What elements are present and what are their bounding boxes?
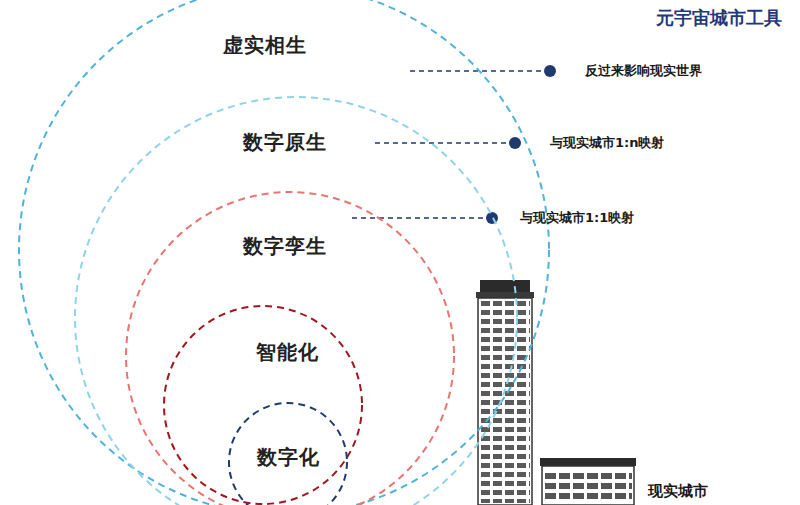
callout-label-holder: 反过来影响现实世界: [585, 62, 702, 80]
circle-label: 数字原生: [243, 130, 327, 154]
circle-label: 虚实相生: [223, 33, 307, 57]
concentric-circle: 虚实相生数字原生数字孪生智能化数字化: [18, 0, 550, 505]
concentric-circle: 数字化: [228, 402, 348, 505]
circle-label-holder: 数字原生: [243, 129, 327, 156]
title-text: 元宇宙城市工具: [656, 7, 782, 28]
circle-label-holder: 智能化: [256, 339, 319, 366]
concentric-circle: 智能化数字化: [163, 305, 363, 505]
callout-label-holder: 与现实城市1:n映射: [550, 134, 665, 152]
concentric-circle: 数字孪生智能化数字化: [125, 191, 455, 505]
callout-label: 与现实城市1:n映射: [550, 135, 665, 150]
leader-dots: [486, 65, 556, 224]
callout-label: 反过来影响现实世界: [585, 63, 702, 78]
leader-lines: [352, 71, 545, 218]
circle-label: 数字化: [257, 445, 320, 469]
callout-label-holder: 与现实城市1:1映射: [520, 209, 634, 227]
circle-label: 智能化: [256, 340, 319, 364]
circle-label: 数字孪生: [243, 234, 327, 258]
concentric-circle: 数字原生数字孪生智能化数字化: [74, 96, 518, 505]
circle-label-holder: 虚实相生: [223, 32, 307, 59]
circle-outline: [74, 96, 518, 505]
circle-label-holder: 数字孪生: [243, 233, 327, 260]
callout-label: 现实城市: [648, 482, 708, 500]
low-building: [540, 458, 636, 505]
circle-label-holder: 数字化: [257, 444, 320, 471]
diagram-title: 元宇宙城市工具: [656, 6, 782, 30]
circle-outline: [163, 305, 363, 505]
callout-label-holder: 现实城市: [648, 482, 708, 501]
callout-label: 与现实城市1:1映射: [520, 210, 634, 225]
